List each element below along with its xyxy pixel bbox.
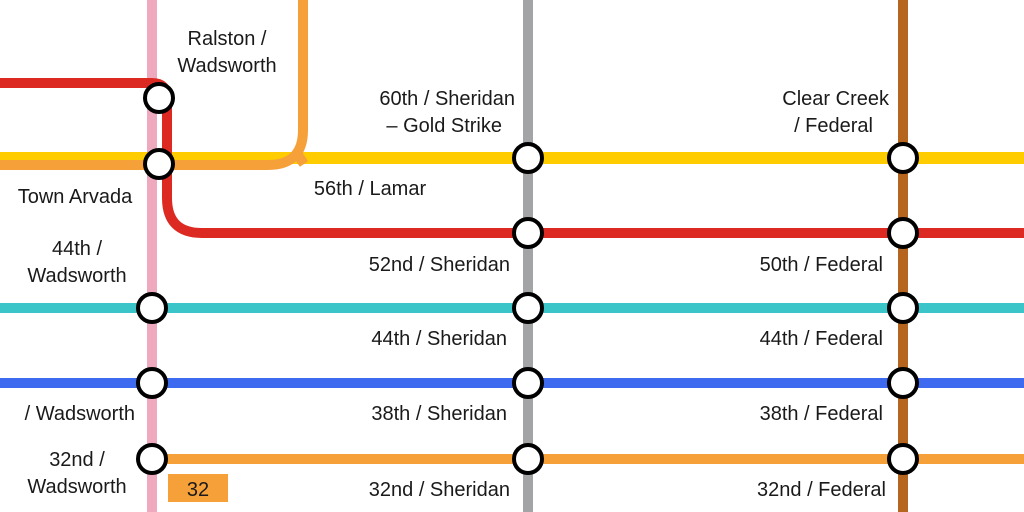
station-38th-sheridan[interactable] [512,367,544,399]
label-52nd-sheridan: 52nd / Sheridan [369,254,510,276]
label-clear-creek-federal-2: / Federal [794,115,873,137]
station-32nd-federal[interactable] [887,443,919,475]
label-town-arvada: Town Arvada [18,186,133,208]
label-ralston-wadsworth-1: Ralston / [188,28,267,50]
station-markers [136,82,919,475]
label-44th-wadsworth-2: Wadsworth [27,265,126,287]
station-52nd-sheridan[interactable] [512,217,544,249]
station-32nd-wadsworth[interactable] [136,443,168,475]
station-50th-federal[interactable] [887,217,919,249]
label-38th-federal: 38th / Federal [760,403,883,425]
label-44th-wadsworth-1: 44th / [52,238,102,260]
label-38th-wadsworth: / Wadsworth [25,403,135,425]
label-32nd-federal: 32nd / Federal [757,479,886,501]
label-38th-sheridan: 38th / Sheridan [371,403,507,425]
station-clear-creek-federal[interactable] [887,142,919,174]
label-60th-sheridan-1: 60th / Sheridan [379,88,515,110]
label-ralston-wadsworth-2: Wadsworth [177,55,276,77]
station-44th-wadsworth[interactable] [136,292,168,324]
label-44th-sheridan: 44th / Sheridan [371,328,507,350]
station-32nd-sheridan[interactable] [512,443,544,475]
station-38th-federal[interactable] [887,367,919,399]
label-60th-sheridan-2: – Gold Strike [386,115,502,137]
label-clear-creek-federal-1: Clear Creek [782,88,890,110]
station-60th-sheridan[interactable] [512,142,544,174]
route-32-badge-label: 32 [187,479,209,501]
label-32nd-sheridan: 32nd / Sheridan [369,479,510,501]
station-44th-federal[interactable] [887,292,919,324]
label-32nd-wadsworth-2: Wadsworth [27,476,126,498]
station-town-arvada[interactable] [143,148,175,180]
route-32-badge [168,474,228,502]
label-32nd-wadsworth-1: 32nd / [49,449,105,471]
label-50th-federal: 50th / Federal [760,254,883,276]
station-44th-sheridan[interactable] [512,292,544,324]
station-ralston-wadsworth[interactable] [143,82,175,114]
station-38th-wadsworth[interactable] [136,367,168,399]
label-56th-lamar: 56th / Lamar [314,178,427,200]
label-44th-federal: 44th / Federal [760,328,883,350]
orange-line-tip [291,149,309,167]
